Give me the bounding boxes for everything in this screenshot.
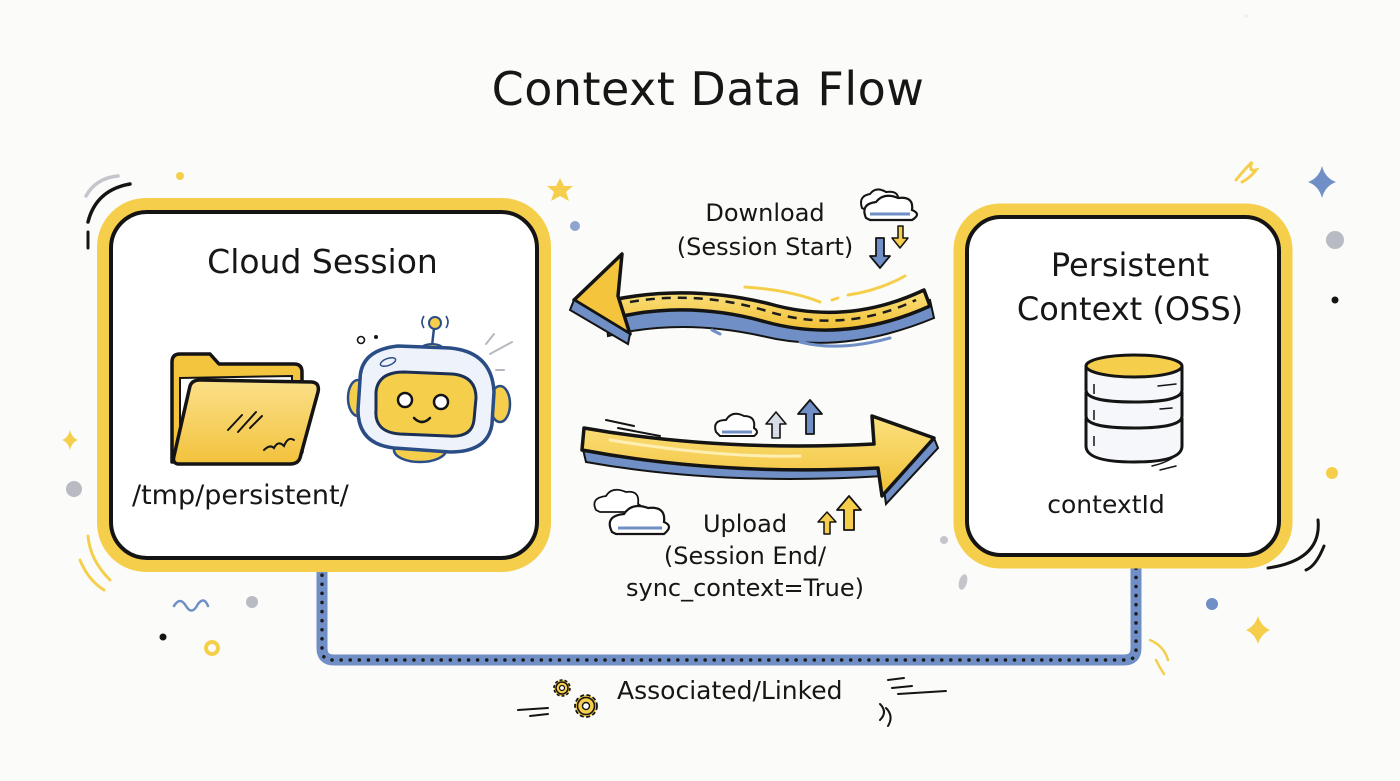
upload-label-arrow-icon-small [817, 511, 837, 535]
upload-cloud-icon [714, 412, 758, 437]
persistent-context-label-line2: Context (OSS) [1016, 290, 1244, 328]
download-label: Download (Session Start) [650, 196, 880, 264]
motion-lines-icon [879, 677, 947, 727]
upload-label-line2: (Session End/ [663, 542, 827, 570]
squiggle-icon [172, 599, 210, 612]
dot-icon [176, 172, 184, 180]
swoosh-bottom-left-icon [78, 534, 112, 592]
persistent-context-label: Persistent Context (OSS) [975, 243, 1285, 331]
dot-icon [570, 221, 580, 231]
cloud-session-box [97, 198, 551, 572]
download-label-line2: (Session Start) [676, 233, 854, 261]
folder-icon [170, 352, 321, 466]
dot-icon [204, 640, 220, 656]
swoosh-top-left-icon [86, 182, 132, 224]
upload-arrow-icon-gray [765, 411, 787, 439]
download-label-line1: Download [705, 199, 825, 227]
download-arrow-icon-yellow [891, 225, 909, 249]
upload-label-cloud-icon [593, 488, 671, 536]
upload-label-arrow-icon-large [836, 495, 862, 531]
dot-icon [940, 536, 948, 544]
persistent-path-label: /tmp/persistent/ [132, 480, 349, 511]
decorations [62, 14, 1344, 676]
sparkle-icon [62, 430, 78, 450]
cloud-session-label: Cloud Session [207, 242, 438, 281]
dot-icon [958, 574, 968, 590]
dot-icon [1331, 296, 1339, 304]
sparkle-icon [1308, 166, 1336, 198]
persistent-context-label-line1: Persistent [1050, 246, 1210, 284]
association-link-connector [316, 554, 1142, 666]
dot-icon [1244, 14, 1248, 18]
swoosh-right-icon [1266, 518, 1326, 572]
dot-icon [1326, 467, 1338, 479]
dot-icon [159, 633, 167, 641]
dot-icon [66, 481, 82, 497]
download-cloud-icon [860, 188, 919, 222]
sparkle-icon [1246, 616, 1270, 644]
upload-label-line1: Upload [702, 510, 788, 538]
association-link-label: Associated/Linked [617, 676, 843, 705]
robot-icon [346, 315, 513, 464]
context-id-label: contextId [1047, 490, 1165, 519]
upload-label: Upload (Session End/ sync_context=True) [600, 508, 890, 604]
dot-icon [1206, 598, 1218, 610]
star-icon [547, 178, 573, 201]
diagram-title: Context Data Flow [491, 62, 925, 116]
download-arrow-icon-blue [869, 237, 891, 269]
database-icon [1084, 353, 1184, 471]
squiggle-icon [1234, 160, 1260, 184]
dot-icon [246, 596, 258, 608]
upload-label-line3: sync_context=True) [625, 574, 865, 602]
download-arrow [568, 252, 936, 348]
dot-icon [1326, 231, 1344, 249]
upload-arrow-icon-blue [797, 399, 823, 435]
gears-icon [517, 679, 598, 718]
upload-arrow [580, 414, 940, 507]
